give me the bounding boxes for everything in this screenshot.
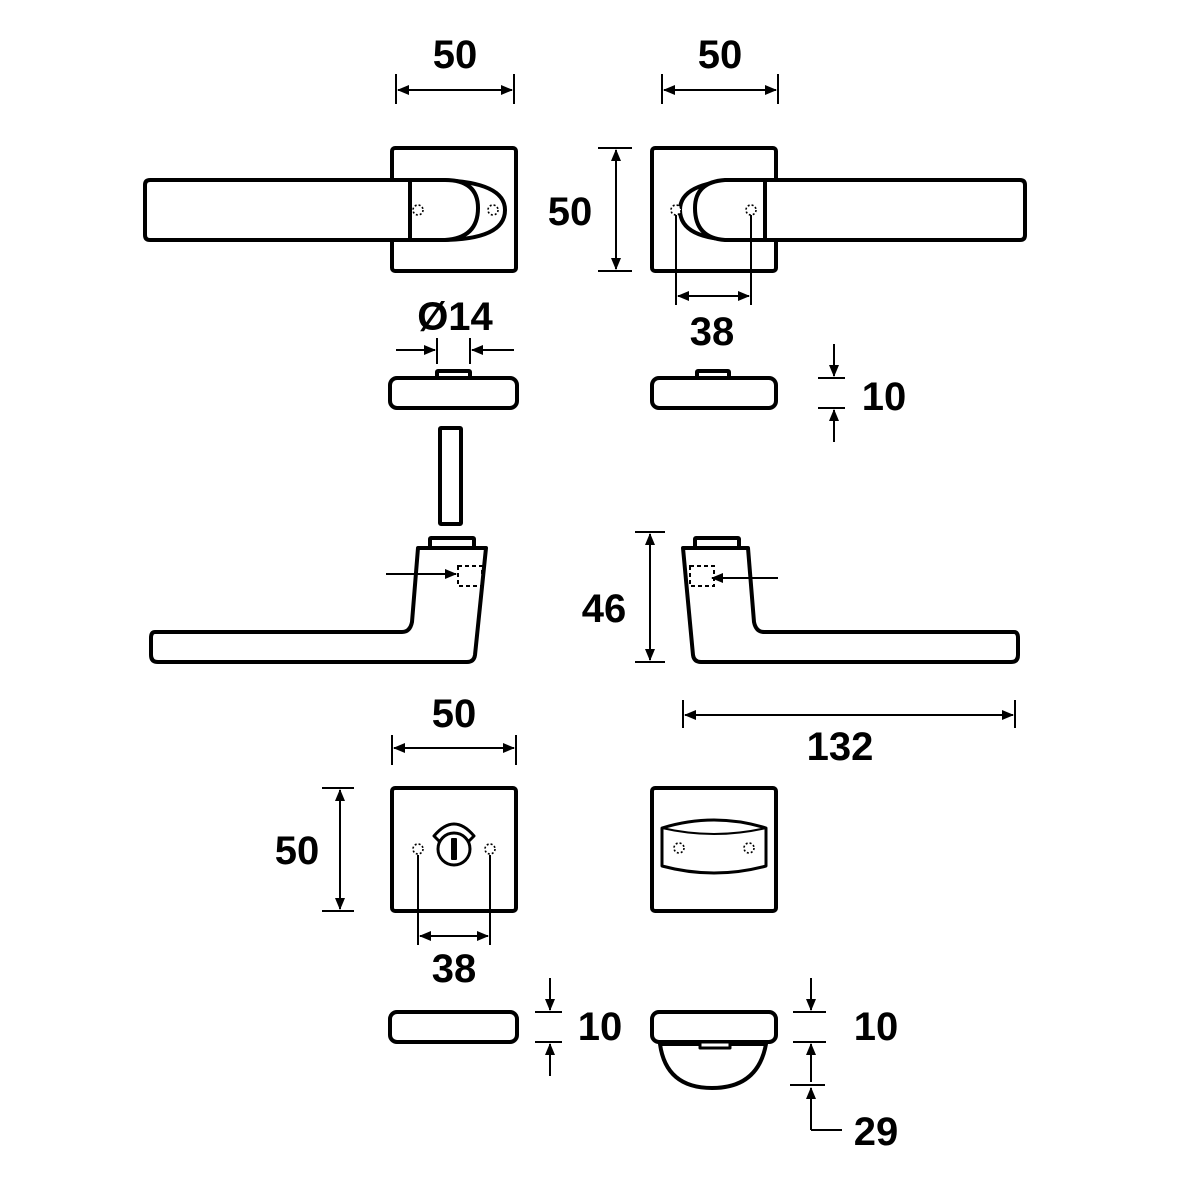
lever-length-label: 132 — [807, 725, 874, 769]
dimension-turn-rose-thickness-left: 10 — [535, 978, 622, 1076]
release-rose-side-view — [388, 1010, 519, 1044]
left-lever-front-view — [143, 146, 518, 273]
rose-width-left-label: 50 — [433, 33, 478, 77]
rose-height-label: 50 — [548, 190, 593, 234]
rose-side-view-left — [388, 369, 519, 410]
spindle — [438, 426, 463, 526]
dimension-rose-width-right: 50 — [661, 33, 779, 104]
thumb-turn-projection-label: 29 — [854, 1110, 899, 1154]
dimension-spindle-diameter: Ø14 — [396, 295, 514, 364]
thumb-turn-rose-side-view — [650, 1010, 778, 1090]
turn-rose-height-label: 50 — [275, 829, 320, 873]
rose-side-view-right — [650, 369, 778, 410]
dimension-turn-rose-height: 50 — [275, 787, 354, 912]
turn-rose-thickness-left-label: 10 — [578, 1005, 623, 1049]
screw-spacing-top-label: 38 — [690, 310, 735, 354]
turn-screw-spacing-label: 38 — [432, 947, 477, 991]
dimension-rose-thickness-top: 10 — [818, 344, 906, 442]
dimension-rose-width-left: 50 — [395, 33, 515, 104]
dimension-turn-rose-width: 50 — [391, 692, 517, 765]
dimension-lever-length: 132 — [682, 700, 1016, 769]
rose-width-right-label: 50 — [698, 33, 743, 77]
turn-rose-thickness-right-label: 10 — [854, 1005, 899, 1049]
dimension-turn-screw-spacing: 38 — [417, 855, 491, 991]
left-lever-side-view — [149, 536, 488, 664]
dimension-turn-rose-thickness-right: 10 — [793, 978, 898, 1082]
dimension-lever-height: 46 — [582, 531, 665, 663]
dimension-rose-height: 50 — [548, 147, 632, 272]
release-rose-front-view — [390, 786, 518, 913]
rose-thickness-top-label: 10 — [862, 375, 907, 419]
turn-rose-width-label: 50 — [432, 692, 477, 736]
thumb-turn-rose-front-view — [650, 786, 778, 913]
dimension-thumb-turn-projection: 29 — [790, 1084, 899, 1154]
right-lever-side-view — [681, 536, 1020, 664]
lever-height-label: 46 — [582, 587, 627, 631]
dimension-screw-spacing-top: 38 — [675, 215, 752, 354]
right-lever-front-view — [650, 146, 1027, 273]
spindle-diameter-label: Ø14 — [417, 295, 493, 339]
